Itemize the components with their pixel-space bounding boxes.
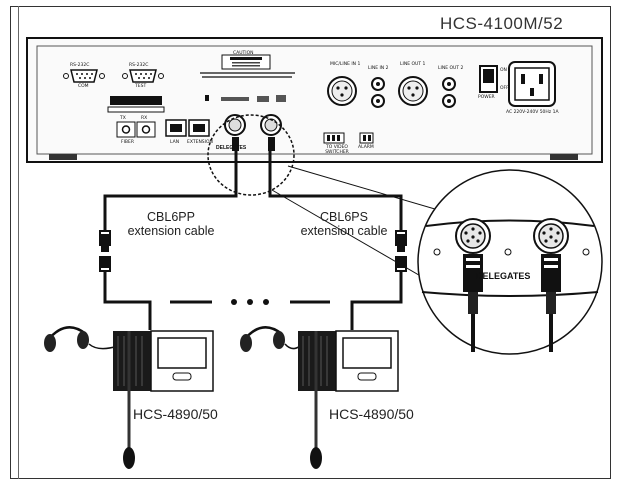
cable-right-name: CBL6PS bbox=[320, 210, 368, 224]
frame-rule bbox=[18, 6, 19, 479]
com-port bbox=[63, 69, 105, 83]
delegate-unit-1 bbox=[44, 326, 214, 469]
test-port bbox=[122, 69, 164, 83]
delegates-label-small: DELEGATES bbox=[216, 145, 247, 151]
on-label: ON bbox=[500, 68, 507, 73]
zoom-detail bbox=[417, 169, 603, 355]
test-port-type: RS-232C bbox=[129, 63, 149, 68]
cable-left-label: CBL6PP extension cable bbox=[116, 210, 226, 238]
extension-label: EXTENSION bbox=[187, 140, 213, 145]
delegate-unit-1-model: HCS-4890/50 bbox=[133, 406, 218, 422]
mic-line-in-label: MIC/LINE IN 1 bbox=[330, 62, 361, 67]
magnify-region bbox=[207, 114, 295, 196]
cable-right-desc: extension cable bbox=[300, 224, 388, 238]
ellipsis-dots bbox=[231, 299, 269, 305]
main-unit-rear-panel bbox=[26, 37, 603, 163]
cable-right-label: CBL6PS extension cable bbox=[284, 210, 404, 238]
rx-label: RX bbox=[141, 116, 148, 121]
delegate-unit-2-model: HCS-4890/50 bbox=[329, 406, 414, 422]
cables bbox=[103, 151, 403, 330]
main-unit-model: HCS-4100M/52 bbox=[440, 14, 564, 33]
alarm-label: ALARM bbox=[358, 145, 374, 150]
line-out-1-label: LINE OUT 1 bbox=[400, 62, 426, 67]
power-label: POWER bbox=[478, 95, 495, 100]
line-out-2-label: LINE OUT 2 bbox=[438, 66, 464, 71]
delegate-connector-small-1 bbox=[224, 114, 246, 151]
caution-label: CAUTION bbox=[233, 51, 254, 56]
video-switcher-label: TO VIDEO SWITCHER bbox=[325, 145, 349, 155]
delegate-unit-2 bbox=[240, 326, 399, 469]
ac-rating-label: AC 220V-240V 50Hz 1A bbox=[506, 110, 559, 115]
com-port-label: COM bbox=[78, 84, 89, 89]
inline-connectors bbox=[99, 230, 407, 272]
line-in-2-label: LINE IN 2 bbox=[368, 66, 389, 71]
zoom-delegates-label: DELEGATES bbox=[476, 271, 531, 281]
tx-label: TX bbox=[120, 116, 126, 121]
off-label: OFF bbox=[500, 86, 509, 91]
delegate-connector-small-2 bbox=[260, 114, 282, 151]
cable-left-name: CBL6PP bbox=[147, 210, 195, 224]
lan-label: LAN bbox=[170, 140, 180, 145]
test-port-label: TEST bbox=[135, 84, 147, 89]
fiber-label: FIBER bbox=[121, 140, 134, 145]
cable-left-desc: extension cable bbox=[127, 224, 215, 238]
com-port-type: RS-232C bbox=[70, 63, 90, 68]
